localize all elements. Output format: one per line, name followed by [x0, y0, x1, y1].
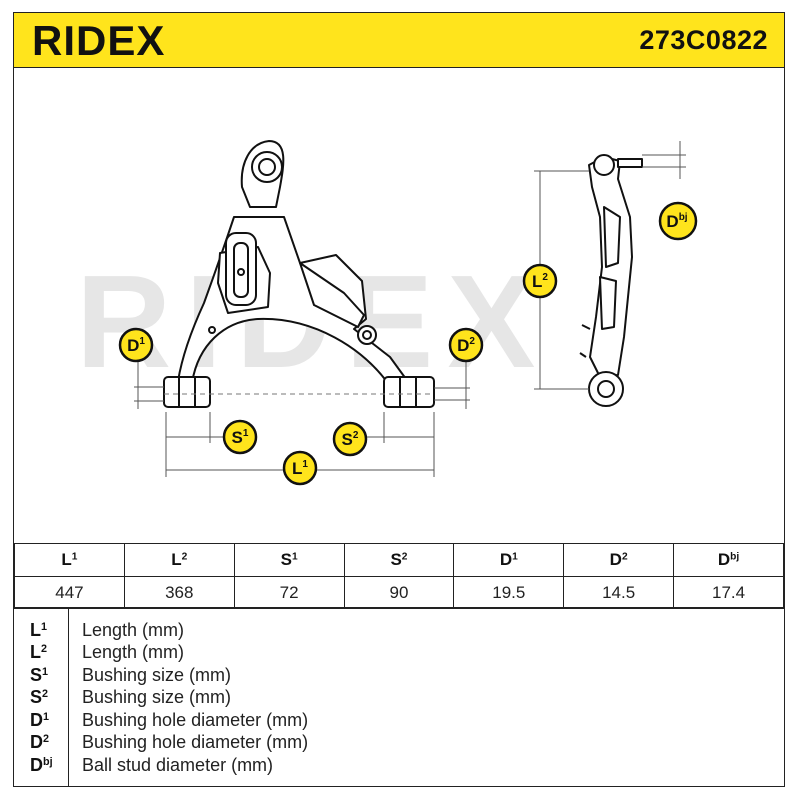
spec-value-d2: 14.5: [563, 576, 675, 609]
svg-text:D1: D1: [127, 336, 145, 355]
spec-header-l2: L2: [123, 543, 235, 577]
legend-key: D2: [30, 732, 50, 752]
spec-header-dbj: Dbj: [673, 543, 784, 577]
spec-value-d1: 19.5: [453, 576, 565, 609]
legend-desc: Length (mm): [82, 620, 185, 640]
dbj-badge: Dbj: [658, 201, 698, 241]
d1-badge: D1: [118, 327, 154, 363]
spec-value-s1: 72: [233, 576, 345, 609]
s2-dimension: [366, 412, 435, 477]
svg-text:Dbj: Dbj: [666, 212, 687, 231]
drawing-canvas: RIDEX: [76, 140, 698, 486]
svg-text:L1: L1: [292, 459, 308, 478]
datasheet: RIDEX 273C0822 RIDEX: [13, 12, 785, 787]
legend-item: D2 Bushing hole diameter (mm): [14, 732, 784, 754]
legend-key: S1: [30, 665, 49, 685]
legend-key: L2: [30, 642, 48, 662]
legend-item: D1 Bushing hole diameter (mm): [14, 710, 784, 732]
svg-text:S2: S2: [342, 430, 359, 449]
legend-key: D1: [30, 710, 50, 730]
l1-badge: L1: [282, 450, 318, 486]
header-bar: RIDEX 273C0822: [14, 13, 784, 68]
spec-header-d2: D2: [563, 543, 675, 577]
legend-item: L2 Length (mm): [14, 642, 784, 664]
legend-key: Dbj: [30, 755, 53, 775]
spec-value-s2: 90: [343, 576, 455, 609]
legend-item: S1 Bushing size (mm): [14, 665, 784, 687]
technical-drawing: RIDEX: [14, 67, 784, 543]
d2-badge: D2: [448, 327, 484, 363]
svg-text:S1: S1: [232, 428, 249, 447]
spec-value-dbj: 17.4: [673, 576, 784, 609]
part-number: 273C0822: [639, 25, 768, 55]
ridex-logo: RIDEX: [32, 17, 165, 63]
legend-desc: Length (mm): [82, 642, 185, 662]
s1-badge: S1: [222, 419, 258, 455]
legend-item: L1 Length (mm): [14, 620, 784, 642]
spec-header-d1: D1: [453, 543, 565, 577]
legend-divider: [68, 608, 69, 787]
svg-text:L2: L2: [532, 272, 548, 291]
spec-table: L1 L2 S1 S2 D1 D2 Dbj 447 368 72 90 19.5…: [14, 543, 784, 609]
l2-badge: L2: [522, 263, 558, 299]
control-arm-front-view: [163, 140, 435, 408]
spec-header-l1: L1: [14, 543, 125, 577]
svg-text:D2: D2: [457, 336, 475, 355]
spec-value-l2: 368: [123, 576, 235, 609]
d2-dimension: [434, 362, 470, 409]
control-arm-side-view: [579, 154, 643, 407]
legend-desc: Bushing size (mm): [82, 687, 232, 707]
spec-value-row: 447 368 72 90 19.5 14.5 17.4: [14, 576, 784, 609]
spec-header-s1: S1: [233, 543, 345, 577]
legend-desc: Bushing size (mm): [82, 665, 232, 685]
legend-key: L1: [30, 620, 48, 640]
s1-dimension: [165, 412, 224, 443]
spec-header-s2: S2: [343, 543, 455, 577]
spec-header-row: L1 L2 S1 S2 D1 D2 Dbj: [14, 543, 784, 577]
legend-key: S2: [30, 687, 49, 707]
legend-desc: Bushing hole diameter (mm): [82, 732, 309, 752]
d1-dimension: [134, 362, 164, 409]
dbj-dimension: [642, 141, 686, 179]
legend-desc: Ball stud diameter (mm): [82, 755, 274, 775]
legend-desc: Bushing hole diameter (mm): [82, 710, 309, 730]
legend-item: S2 Bushing size (mm): [14, 687, 784, 709]
legend-item: Dbj Ball stud diameter (mm): [14, 755, 784, 777]
spec-value-l1: 447: [14, 576, 125, 609]
brand-text: RIDEX: [32, 17, 165, 63]
s2-badge: S2: [332, 421, 368, 457]
legend: L1 Length (mm) L2 Length (mm) S1 Bushing…: [14, 607, 784, 787]
